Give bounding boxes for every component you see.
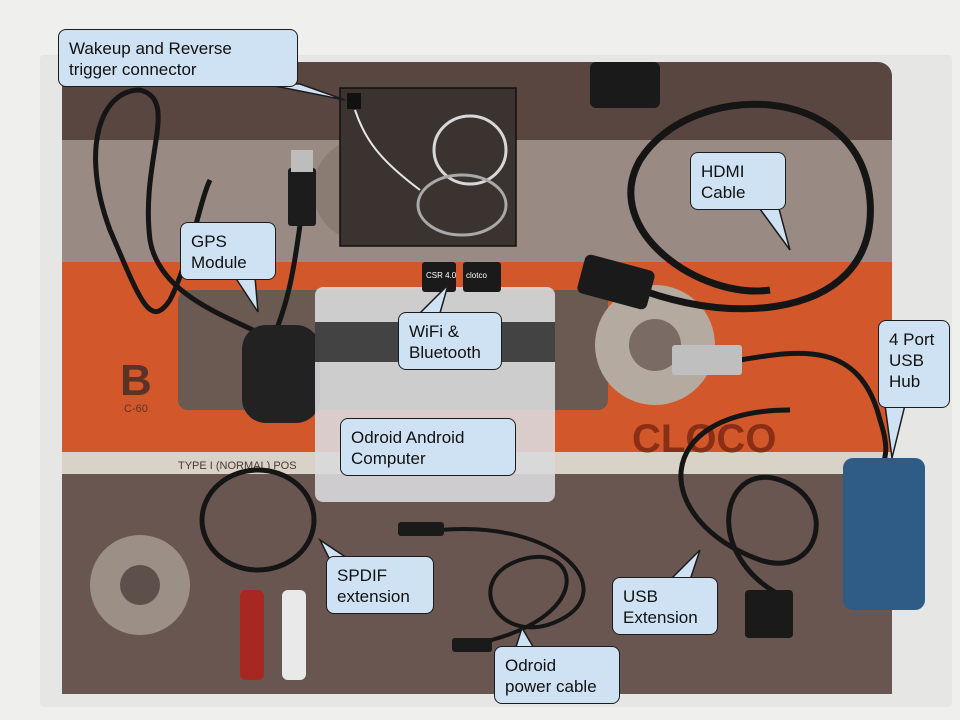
- usb-hub-body: [843, 458, 925, 610]
- wifi-dongle-label: clotco: [466, 271, 487, 280]
- hdmi-callout-line2: Cable: [701, 183, 746, 202]
- wifi-callout-line2: Bluetooth: [409, 343, 481, 362]
- usb-hub-callout: 4 Port USB Hub: [878, 320, 950, 408]
- power-plug-bottom: [452, 638, 492, 652]
- usb-hub-cable: [739, 350, 889, 472]
- spdif-extension-callout: SPDIF extension: [326, 556, 434, 614]
- hdmi-cable: [598, 100, 874, 313]
- usbext-callout-line2: Extension: [623, 608, 698, 627]
- spdif-callout-line2: extension: [337, 587, 410, 606]
- right-reel-hub: [629, 319, 681, 371]
- wakeup-trigger-callout: Wakeup and Reverse trigger connector: [58, 29, 298, 87]
- odroid-power-callout: Odroid power cable: [494, 646, 620, 704]
- usb-hub-plug: [672, 345, 742, 375]
- hdmi-cable-callout: HDMI Cable: [690, 152, 786, 210]
- usb-extension-cable: [678, 407, 819, 603]
- gps-callout-line2: Module: [191, 253, 247, 272]
- tape-brand-label: CLOCO: [632, 417, 776, 461]
- connector-inset-photo: [339, 87, 517, 247]
- usb-extension-plug: [745, 590, 793, 638]
- tape-type-label: TYPE I (NORMAL) POS: [178, 460, 297, 472]
- power-callout-line2: power cable: [505, 677, 597, 696]
- bluetooth-dongle-label: CSR 4.0: [426, 271, 457, 280]
- power-callout-line1: Odroid: [505, 656, 557, 675]
- spdif-cable-coil: [199, 467, 317, 573]
- wifi-callout-line1: WiFi &: [409, 322, 460, 341]
- usbhub-callout-line3: Hub: [889, 372, 921, 391]
- odroid-computer-callout: Odroid Android Computer: [340, 418, 516, 476]
- usbhub-callout-line1: 4 Port: [889, 330, 935, 349]
- usbext-callout-line1: USB: [623, 587, 658, 606]
- gps-usb-metal: [291, 150, 313, 172]
- spdif-callout-line1: SPDIF: [337, 566, 388, 585]
- hdmi-callout-line1: HDMI: [701, 162, 745, 181]
- tape-side-label: B: [120, 356, 152, 405]
- inset-white-cable-coil: [432, 114, 508, 186]
- odroid-callout-line2: Computer: [351, 449, 426, 468]
- usbhub-callout-line2: USB: [889, 351, 924, 370]
- wifi-bluetooth-callout: WiFi & Bluetooth: [398, 312, 502, 370]
- cassette-lower-band: [62, 474, 892, 694]
- hdmi-plug-top: [590, 62, 660, 108]
- spdif-white-plug: [282, 590, 306, 680]
- inset-lead-wires: [354, 109, 421, 191]
- inset-connector: [347, 93, 361, 109]
- odroid-power-cable: [439, 527, 586, 647]
- gps-puck: [242, 325, 320, 423]
- gps-callout-line1: GPS: [191, 232, 227, 251]
- wakeup-callout-line2: trigger connector: [69, 60, 197, 79]
- usb-extension-callout: USB Extension: [612, 577, 718, 635]
- gps-module-callout: GPS Module: [180, 222, 276, 280]
- odroid-callout-line1: Odroid Android: [351, 428, 465, 447]
- tape-length-label: C-60: [124, 403, 148, 415]
- wakeup-callout-line1: Wakeup and Reverse: [69, 39, 232, 58]
- gps-cable: [93, 87, 274, 343]
- wifi-dongle: [463, 262, 501, 292]
- power-plug-top: [398, 522, 444, 536]
- gps-usb-plug: [288, 168, 316, 226]
- spdif-red-plug: [240, 590, 264, 680]
- lower-left-reel-hub: [120, 565, 160, 605]
- inset-grey-cable-coil: [416, 173, 508, 237]
- hdmi-plug-bottom: [577, 254, 655, 310]
